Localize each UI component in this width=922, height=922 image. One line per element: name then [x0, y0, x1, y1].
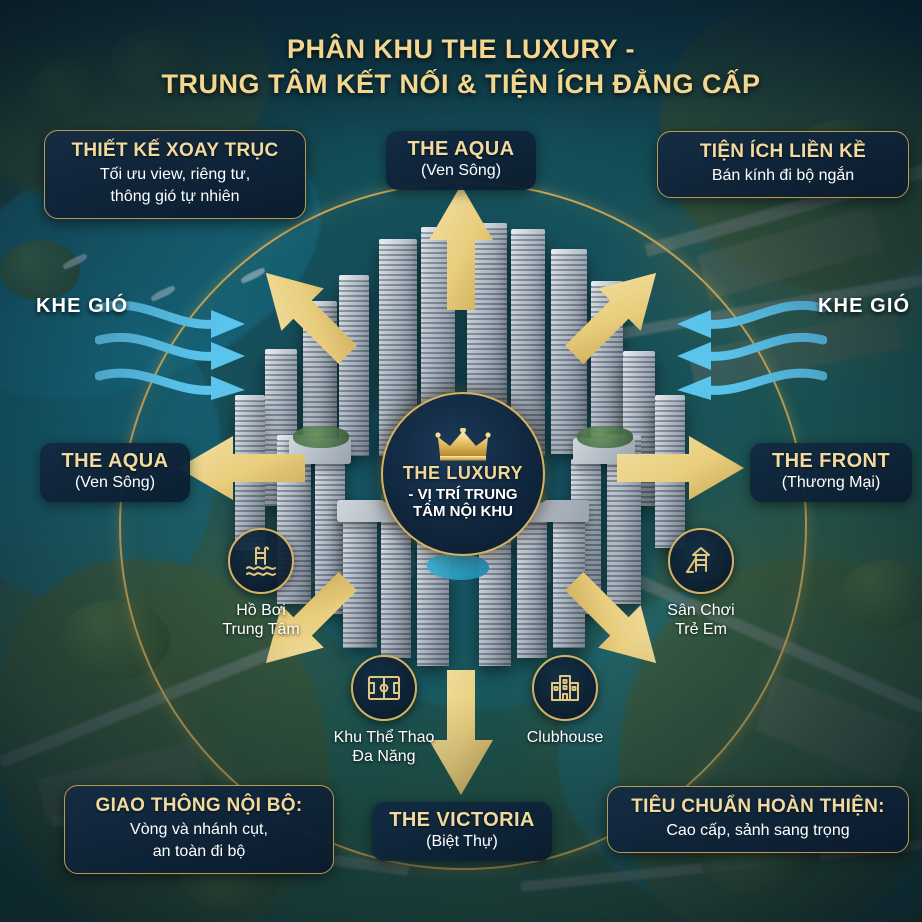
- direction-title: THE VICTORIA: [389, 809, 535, 831]
- amenity-playground[interactable]: Sân Chơi Trẻ Em: [626, 528, 776, 639]
- amenity-icon-circle: [668, 528, 734, 594]
- direction-subtitle: (Biệt Thự): [426, 833, 498, 851]
- info-box-heading: GIAO THÔNG NỘI BỘ:: [95, 795, 303, 816]
- info-box-body-line-2: thông gió tự nhiên: [110, 187, 240, 205]
- page-title: PHÂN KHU THE LUXURY - TRUNG TÂM KẾT NỐI …: [0, 32, 922, 102]
- crown-icon: [435, 427, 491, 461]
- amenity-label-line-2: Trẻ Em: [675, 621, 727, 639]
- info-box-body-line-1: Tối ưu view, riêng tư,: [99, 165, 251, 183]
- info-box-body-line-1: Bán kính đi bộ ngắn: [711, 166, 855, 184]
- info-box-bottom-left[interactable]: GIAO THÔNG NỘI BỘ: Vòng và nhánh cụt, an…: [64, 785, 334, 875]
- amenity-icon-circle: [351, 655, 417, 721]
- info-box-body-line-1: Cao cấp, sảnh sang trọng: [666, 821, 850, 839]
- info-box-heading: THIẾT KẾ XOAY TRỤC: [71, 140, 279, 161]
- amenity-swimming-pool[interactable]: Hồ Bơi Trung Tâm: [186, 528, 336, 639]
- title-line-1: PHÂN KHU THE LUXURY -: [286, 34, 635, 64]
- wind-flow-arrows-right: [677, 300, 827, 400]
- direction-label-north[interactable]: THE AQUA (Ven Sông): [386, 131, 536, 190]
- amenity-label-line-1: Clubhouse: [526, 729, 604, 746]
- direction-label-south[interactable]: THE VICTORIA (Biệt Thự): [372, 802, 552, 861]
- info-box-body-line-2: an toàn đi bộ: [152, 842, 246, 860]
- center-badge[interactable]: THE LUXURY - VỊ TRÍ TRUNG TÂM NỘI KHU: [381, 392, 545, 556]
- sports-field-icon: [368, 676, 400, 700]
- title-line-2: TRUNG TÂM KẾT NỐI & TIỆN ÍCH ĐẲNG CẤP: [161, 69, 761, 100]
- center-badge-subtitle-line-2: TÂM NỘI KHU: [413, 502, 513, 520]
- amenity-sports-field[interactable]: Khu Thể Thao Đa Năng: [309, 655, 459, 766]
- center-badge-subtitle-line-1: - VỊ TRÍ TRUNG: [408, 485, 518, 503]
- amenity-icon-circle: [532, 655, 598, 721]
- direction-title: THE AQUA: [407, 138, 515, 160]
- amenity-clubhouse[interactable]: Clubhouse: [490, 655, 640, 747]
- info-box-bottom-right[interactable]: TIÊU CHUẨN HOÀN THIỆN: Cao cấp, sảnh san…: [607, 786, 909, 853]
- center-badge-title: THE LUXURY: [402, 462, 524, 483]
- info-box-heading: TIÊU CHUẨN HOÀN THIỆN:: [631, 796, 885, 817]
- direction-subtitle: (Ven Sông): [74, 474, 156, 492]
- direction-label-east[interactable]: THE FRONT (Thương Mại): [750, 443, 912, 502]
- direction-title: THE FRONT: [771, 450, 891, 472]
- clubhouse-icon: [551, 675, 579, 701]
- playground-icon: [686, 547, 710, 573]
- amenity-label-line-2: Đa Năng: [352, 748, 416, 766]
- info-box-top-left[interactable]: THIẾT KẾ XOAY TRỤC Tối ưu view, riêng tư…: [44, 130, 306, 220]
- wind-gap-label-left: KHE GIÓ: [36, 295, 129, 317]
- amenity-label-line-2: Trung Tâm: [222, 621, 300, 639]
- amenity-label-line-1: Hồ Bơi: [236, 602, 286, 619]
- wind-gap-label-right: KHE GIÓ: [818, 295, 911, 317]
- direction-title: THE AQUA: [61, 450, 169, 472]
- swimming-pool-icon: [246, 546, 276, 576]
- direction-subtitle: (Thương Mại): [781, 474, 881, 492]
- direction-subtitle: (Ven Sông): [420, 162, 502, 180]
- info-box-body-line-1: Vòng và nhánh cụt,: [130, 820, 268, 838]
- info-box-heading: TIỆN ÍCH LIỀN KỀ: [699, 141, 867, 162]
- amenity-icon-circle: [228, 528, 294, 594]
- amenity-label-line-1: Khu Thể Thao: [333, 729, 435, 746]
- amenity-label-line-1: Sân Chơi: [667, 602, 735, 619]
- info-box-top-right[interactable]: TIỆN ÍCH LIỀN KỀ Bán kính đi bộ ngắn: [657, 131, 909, 198]
- direction-label-west[interactable]: THE AQUA (Ven Sông): [40, 443, 190, 502]
